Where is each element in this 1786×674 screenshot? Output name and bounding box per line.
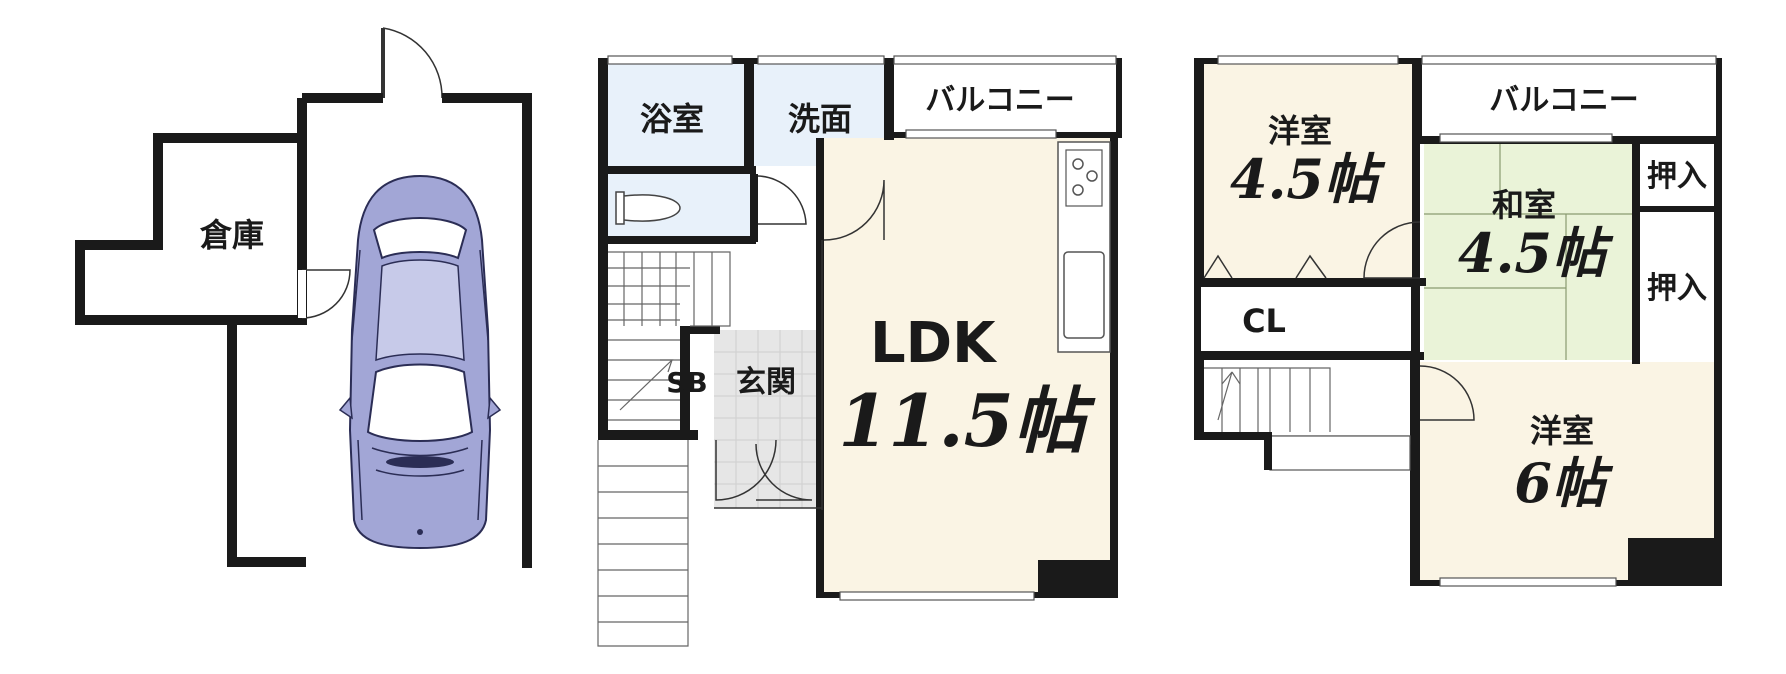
- balcony-2-label: バルコニー: [1489, 83, 1638, 118]
- garage-wall-top: [297, 93, 532, 568]
- oshiire-top-label: 押入: [1647, 159, 1707, 194]
- garage-door-swing: [382, 27, 443, 99]
- western-room-b-label: 洋室: [1530, 412, 1594, 450]
- washroom-window: [757, 55, 885, 65]
- tatami-lines: [1424, 142, 1632, 360]
- entrance-floor: [714, 330, 822, 508]
- toilet-door-swing: [757, 175, 807, 225]
- second-floor: 洋室 4.5帖 CL バルコニー 和室 4.5帖 押入 押入 洋室 6帖: [1194, 55, 1722, 587]
- staircase-2f: [1204, 367, 1331, 436]
- western-b-door-swing: [1419, 365, 1475, 421]
- ldk-partition: [714, 240, 823, 510]
- western-b-window: [1439, 577, 1617, 587]
- ldk-label: LDK: [870, 311, 998, 376]
- ldk-size: 11.5帖: [838, 378, 1095, 463]
- western-room-a-floor: [1200, 62, 1412, 280]
- storage-label: 倉庫: [199, 216, 264, 254]
- western-room-a-label: 洋室: [1268, 112, 1332, 150]
- ldk-bottom-window: [839, 591, 1035, 601]
- oshiire-top-box: [1640, 144, 1714, 206]
- stair-landing: [1269, 435, 1411, 471]
- garage-wall-left: [227, 320, 306, 567]
- japanese-window: [1439, 133, 1613, 143]
- entrance-tile-grid: [714, 330, 822, 508]
- ldk-top-window: [905, 129, 1057, 139]
- western-a-window: [1217, 55, 1399, 65]
- first-floor: 浴室 洗面 バルコニー LDK 11.5帖 SB 玄関: [597, 55, 1122, 647]
- lower-door-swing: [755, 443, 813, 501]
- washroom-label: 洗面: [788, 100, 852, 138]
- balcony-2-rail: [1421, 55, 1717, 65]
- stair-landing-wall: [1264, 432, 1272, 470]
- balcony-1-label: バルコニー: [925, 83, 1074, 118]
- japanese-room-label: 和室: [1492, 186, 1556, 224]
- western-room-a-size: 4.5帖: [1230, 147, 1386, 211]
- ldk-door-swing: [823, 179, 885, 241]
- sink-icon: [1063, 251, 1105, 339]
- toilet-icon: [615, 191, 681, 225]
- japanese-door-swing: [1363, 221, 1421, 279]
- car-icon: [338, 174, 502, 550]
- entrance-door-swing: [715, 439, 777, 501]
- oshiire-bottom-label: 押入: [1647, 271, 1707, 306]
- bath-label: 浴室: [640, 100, 704, 138]
- closet-doors: [1203, 254, 1327, 279]
- storage-walls: [75, 98, 307, 325]
- storage-door-swing: [301, 269, 351, 319]
- entrance-label: 玄関: [736, 365, 796, 400]
- balcony-1-rail: [893, 55, 1117, 65]
- western-room-b-size: 6帖: [1514, 451, 1614, 515]
- staircase-1f: [597, 251, 731, 647]
- closet-label: CL: [1242, 302, 1286, 340]
- storage-door-opening: [298, 270, 306, 318]
- sb-label: SB: [666, 366, 708, 399]
- bath-window: [607, 55, 733, 65]
- closet-box: [1199, 285, 1413, 353]
- japanese-room-floor: [1424, 142, 1632, 360]
- garage-door-leaf: [381, 28, 385, 98]
- bath-floor: [604, 62, 750, 166]
- oshiire-bottom-box: [1640, 212, 1714, 360]
- japanese-room-size: 4.5帖: [1458, 221, 1614, 285]
- ground-floor: 倉庫: [75, 27, 532, 568]
